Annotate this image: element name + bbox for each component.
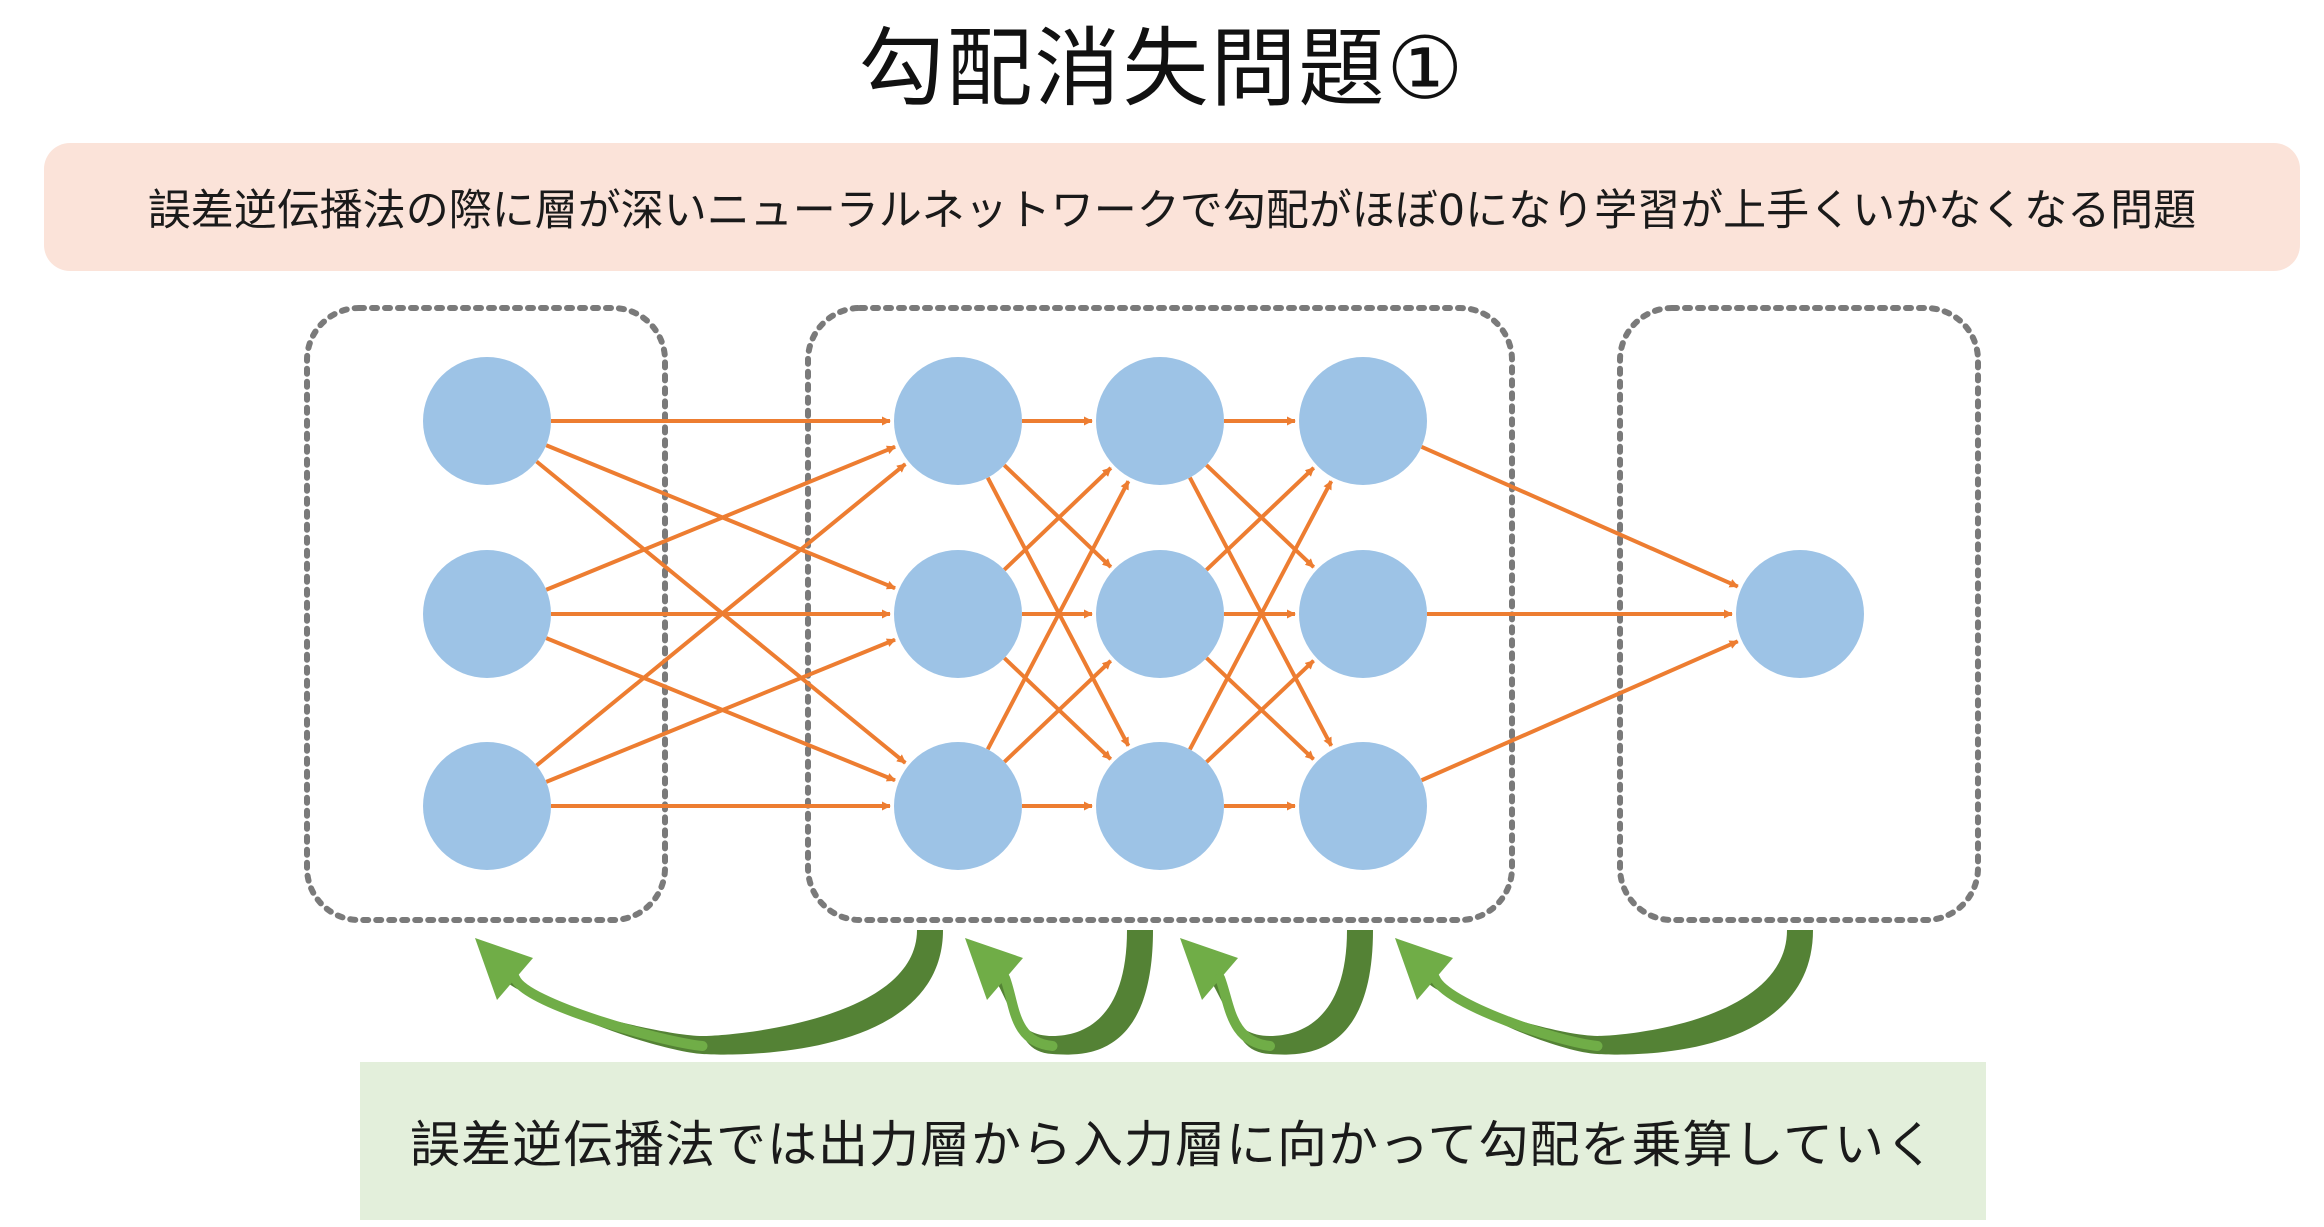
node-layer-3-2: [1096, 550, 1224, 678]
gradient-arrow-layer3-to-layer2: [965, 930, 1153, 1055]
gradient-arrow-output-to-hidden-highlight: [1430, 973, 1603, 1051]
node-layer-4-3: [1299, 742, 1427, 870]
node-layer-2-1: [894, 357, 1022, 485]
backprop-description-box: 誤差逆伝播法では出力層から入力層に向かって勾配を乗算していく: [360, 1062, 1986, 1220]
gradient-arrow-layer3-to-layer2-head: [965, 938, 1023, 1000]
group-box-input: [304, 305, 668, 923]
group-box-hidden: [805, 305, 1515, 923]
node-layer-2-3: [894, 742, 1022, 870]
edge-l1n2-l2n1: [545, 444, 896, 592]
node-layer-1-3: [423, 742, 551, 870]
gradient-arrow-layer4-to-layer3-head: [1180, 938, 1238, 1000]
edge-l2n2-l3n3: [1003, 656, 1113, 761]
page-title: 勾配消失問題①: [858, 19, 1466, 119]
node-layer-4-2: [1299, 550, 1427, 678]
problem-description-text: 誤差逆伝播法の際に層が深いニューラルネットワークで勾配がほぼ0になり学習が上手く…: [147, 186, 2197, 236]
group-box-output: [1617, 305, 1981, 923]
gradient-arrow-output-to-hidden-shaft: [1425, 930, 1813, 1055]
edge-l3n2-l4n3: [1205, 656, 1315, 761]
edge-l2n1-l3n2: [1002, 463, 1113, 569]
node-layer-2-2: [894, 550, 1022, 678]
edge-l1n2-l2n3: [545, 636, 896, 783]
edge-l3n3-l4n2: [1205, 659, 1315, 764]
edge-l2n2-l3n1: [1002, 466, 1113, 572]
edge-l2n3-l3n2: [1003, 659, 1113, 764]
node-layer-3-1: [1096, 357, 1224, 485]
edge-l3n3-l4n1: [1188, 480, 1334, 751]
gradient-arrow-layer4-to-layer3-highlight: [1215, 973, 1275, 1051]
gradient-arrow-hidden-to-input-highlight: [510, 973, 708, 1051]
edge-l2n1-l3n3: [985, 476, 1131, 747]
node-layer-3-3: [1096, 742, 1224, 870]
gradient-arrow-layer4-to-layer3-shaft: [1210, 930, 1373, 1055]
edge-l1n3-l2n2: [545, 637, 896, 784]
edge-l3n1-l4n2: [1205, 463, 1316, 569]
node-layer-1-1: [423, 357, 551, 485]
problem-description-box: 誤差逆伝播法の際に層が深いニューラルネットワークで勾配がほぼ0になり学習が上手く…: [44, 143, 2300, 271]
edge-l4n3-l5n1: [1420, 639, 1739, 783]
gradient-arrow-output-to-hidden: [1395, 930, 1813, 1055]
gradient-arrow-layer4-to-layer3: [1180, 930, 1373, 1055]
node-layer-1-2: [423, 550, 551, 678]
gradient-arrow-layer3-to-layer2-shaft: [995, 930, 1153, 1055]
edge-l2n3-l3n1: [985, 480, 1131, 751]
node-layer-4-1: [1299, 357, 1427, 485]
backprop-description-text: 誤差逆伝播法では出力層から入力層に向かって勾配を乗算していく: [410, 1116, 1936, 1174]
node-layer-5-1: [1736, 550, 1864, 678]
edge-l3n1-l4n3: [1188, 476, 1334, 747]
gradient-arrow-layer3-to-layer2-highlight: [1000, 973, 1058, 1051]
gradient-arrow-output-to-hidden-head: [1395, 938, 1453, 1000]
gradient-arrow-hidden-to-input-shaft: [505, 930, 943, 1055]
edge-l3n2-l4n1: [1205, 466, 1316, 572]
edge-l1n1-l2n2: [545, 443, 896, 591]
edge-l1n3-l2n1: [535, 462, 907, 768]
edge-l4n1-l5n1: [1420, 445, 1739, 589]
gradient-arrow-hidden-to-input-head: [475, 938, 533, 1000]
edge-l1n1-l2n3: [535, 459, 907, 765]
gradient-arrow-hidden-to-input: [475, 930, 943, 1055]
